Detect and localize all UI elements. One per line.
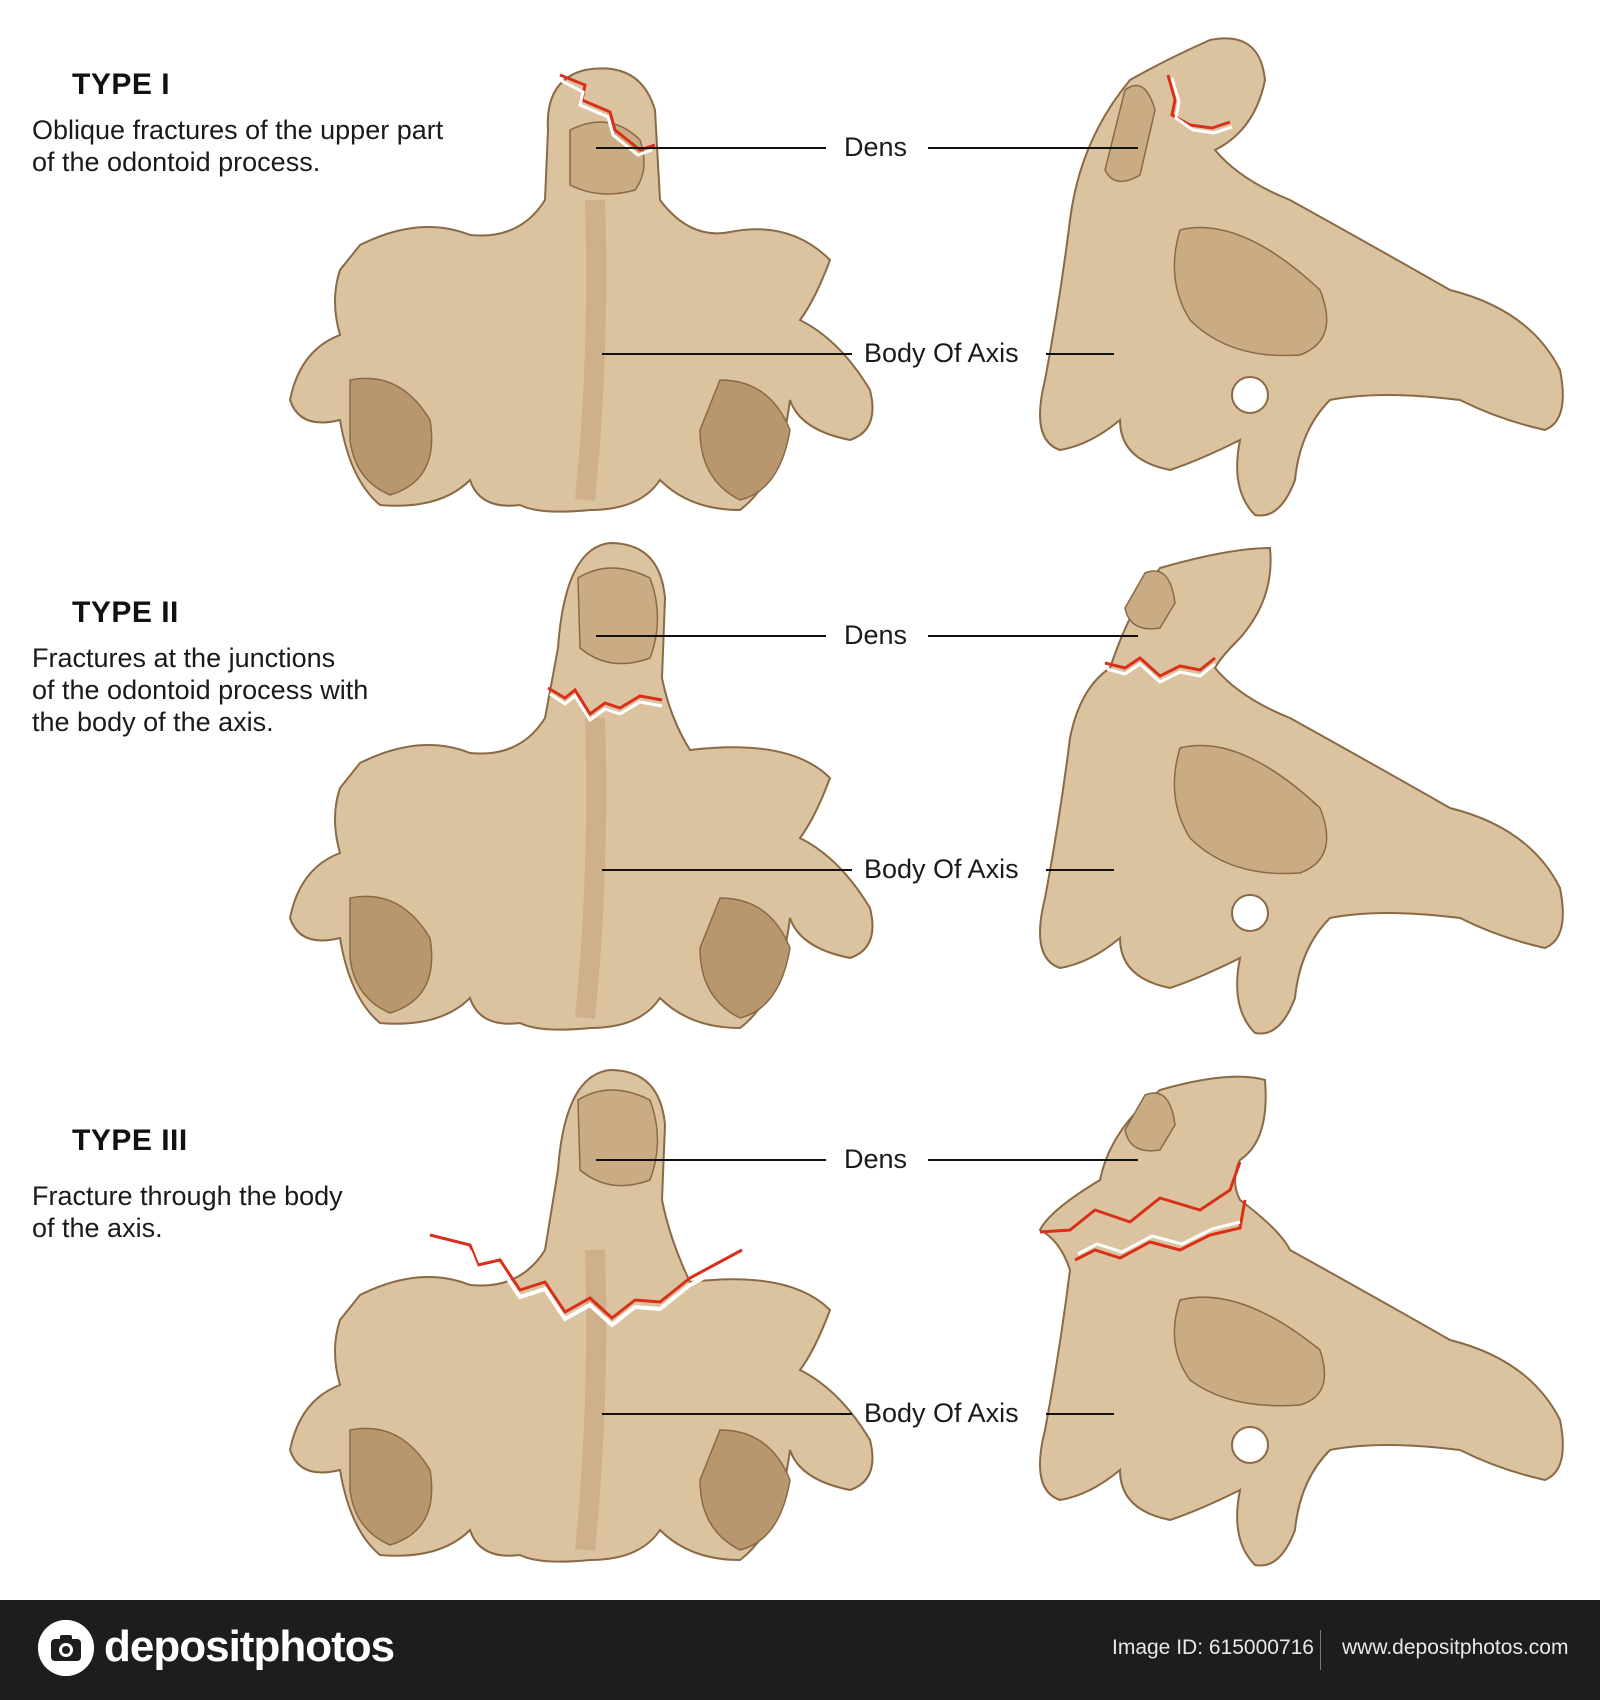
panel-type-1: TYPE I Oblique fractures of the upper pa…: [0, 0, 1600, 520]
dens-label: Dens: [844, 132, 908, 162]
type-2-illustration: [288, 541, 1564, 1035]
type-title: TYPE III: [72, 1124, 188, 1157]
panel-type-2: TYPE II Fractures at the junctions of th…: [0, 518, 1600, 1038]
site-url-link[interactable]: www.depositphotos.com: [1342, 1636, 1569, 1659]
body-leader-line-lateral: [1046, 353, 1114, 355]
dens-leader-line: [596, 147, 826, 149]
dens-leader-line-lateral: [928, 1159, 1138, 1161]
footer-divider: [1320, 1630, 1321, 1670]
anterior-axis-bone: [288, 67, 874, 513]
lateral-axis-bone: [1038, 1075, 1564, 1567]
description-line: of the axis.: [32, 1213, 163, 1243]
type-description: Fracture through the body of the axis.: [32, 1180, 512, 1244]
body-of-axis-label: Body Of Axis: [864, 1398, 1019, 1428]
anterior-axis-bone: [288, 541, 874, 1031]
dens-label: Dens: [844, 620, 908, 650]
camera-logo-icon: [38, 1620, 94, 1676]
lateral-axis-bone: [1039, 546, 1564, 1035]
description-line: of the odontoid process with: [32, 675, 369, 705]
body-leader-line-lateral: [1046, 869, 1114, 871]
body-leader-line: [602, 1413, 852, 1415]
panel-type-3: TYPE III Fracture through the body of th…: [0, 1050, 1600, 1570]
body-leader-line: [602, 869, 852, 871]
description-line: Fractures at the junctions: [32, 643, 336, 673]
dens-leader-line-lateral: [928, 147, 1138, 149]
description-line: the body of the axis.: [32, 707, 274, 737]
lateral-axis-bone: [1039, 37, 1564, 517]
body-of-axis-label: Body Of Axis: [864, 338, 1019, 368]
dens-leader-line-lateral: [928, 635, 1138, 637]
type-1-illustration: [288, 37, 1564, 517]
description-line: Oblique fractures of the upper part: [32, 115, 444, 145]
dens-label: Dens: [844, 1144, 908, 1174]
dens-leader-line: [596, 635, 826, 637]
body-leader-line: [602, 353, 852, 355]
type-description: Oblique fractures of the upper part of t…: [32, 114, 512, 178]
type-description: Fractures at the junctions of the odonto…: [32, 642, 512, 738]
diagram-stage: TYPE I Oblique fractures of the upper pa…: [0, 0, 1600, 1570]
anterior-axis-bone: [288, 1068, 874, 1563]
dens-leader-line: [596, 1159, 826, 1161]
description-line: Fracture through the body: [32, 1181, 343, 1211]
body-of-axis-label: Body Of Axis: [864, 854, 1019, 884]
brand-name: depositphotos: [104, 1622, 395, 1671]
type-title: TYPE I: [72, 68, 171, 101]
watermark-footer: depositphotos Image ID: 615000716 www.de…: [0, 1600, 1600, 1700]
type-title: TYPE II: [72, 596, 179, 629]
type-3-illustration: [288, 1068, 1564, 1567]
description-line: of the odontoid process.: [32, 147, 321, 177]
image-id-text: Image ID: 615000716: [1112, 1636, 1314, 1659]
body-leader-line-lateral: [1046, 1413, 1114, 1415]
